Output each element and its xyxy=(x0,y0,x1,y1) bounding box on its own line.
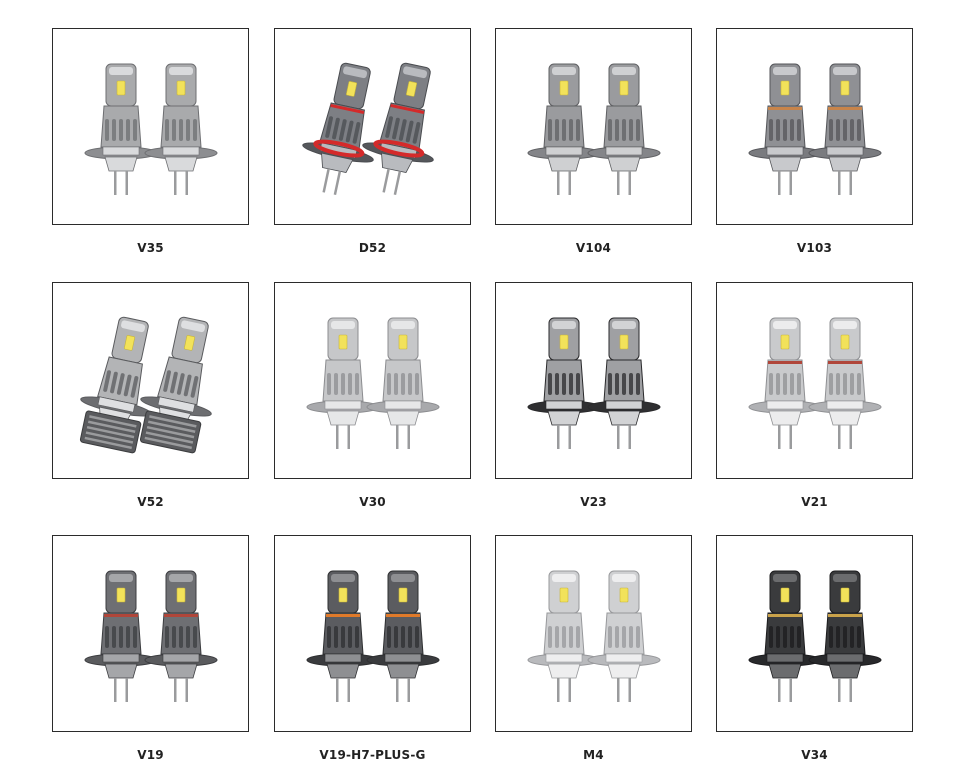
led-bulb-pair-icon xyxy=(748,570,882,702)
product-image[interactable] xyxy=(274,28,471,225)
led-bulb-pair-icon xyxy=(306,317,440,449)
product-model-label[interactable]: D52 xyxy=(358,241,387,255)
product-card[interactable]: D52 xyxy=(274,28,495,266)
product-image[interactable] xyxy=(52,535,249,732)
led-bulb-pair-icon xyxy=(302,62,434,196)
product-image[interactable] xyxy=(495,535,692,732)
led-bulb-pair-icon xyxy=(306,570,440,702)
product-card[interactable]: V104 xyxy=(495,28,716,266)
led-bulb-pair-icon xyxy=(748,63,882,195)
product-model-label[interactable]: V23 xyxy=(580,495,607,509)
product-model-label[interactable]: V104 xyxy=(575,241,612,255)
product-image[interactable] xyxy=(716,282,913,479)
product-card[interactable]: V35 xyxy=(52,28,273,266)
product-image[interactable] xyxy=(52,28,249,225)
led-bulb-pair-icon xyxy=(84,63,218,195)
product-model-label[interactable]: V19 xyxy=(137,748,164,762)
product-card[interactable]: V34 xyxy=(716,535,937,773)
product-card[interactable]: V19-H7-PLUS-G xyxy=(274,535,495,773)
led-bulb-pair-icon xyxy=(527,317,661,449)
product-model-label[interactable]: V19-H7-PLUS-G xyxy=(319,748,426,762)
product-image[interactable] xyxy=(495,28,692,225)
product-image[interactable] xyxy=(716,28,913,225)
product-model-label[interactable]: V34 xyxy=(801,748,828,762)
led-bulb-pair-icon xyxy=(748,317,882,449)
product-image[interactable] xyxy=(274,282,471,479)
product-card[interactable]: V21 xyxy=(716,282,937,520)
product-card[interactable]: M4 xyxy=(495,535,716,773)
product-card[interactable]: V52 xyxy=(52,282,273,520)
product-card[interactable]: V30 xyxy=(274,282,495,520)
product-card[interactable]: V103 xyxy=(716,28,937,266)
product-model-label[interactable]: V21 xyxy=(801,495,828,509)
product-image[interactable] xyxy=(52,282,249,479)
product-image[interactable] xyxy=(716,535,913,732)
product-card[interactable]: V23 xyxy=(495,282,716,520)
led-bulb-pair-icon xyxy=(79,316,212,454)
led-bulb-pair-icon xyxy=(527,570,661,702)
product-card[interactable]: V19 xyxy=(52,535,273,773)
led-bulb-pair-icon xyxy=(84,570,218,702)
product-model-label[interactable]: V35 xyxy=(137,241,164,255)
product-model-label[interactable]: V52 xyxy=(137,495,164,509)
product-image[interactable] xyxy=(274,535,471,732)
product-image[interactable] xyxy=(495,282,692,479)
product-model-label[interactable]: M4 xyxy=(583,748,604,762)
led-bulb-pair-icon xyxy=(527,63,661,195)
product-model-label[interactable]: V30 xyxy=(359,495,386,509)
product-model-label[interactable]: V103 xyxy=(796,241,833,255)
